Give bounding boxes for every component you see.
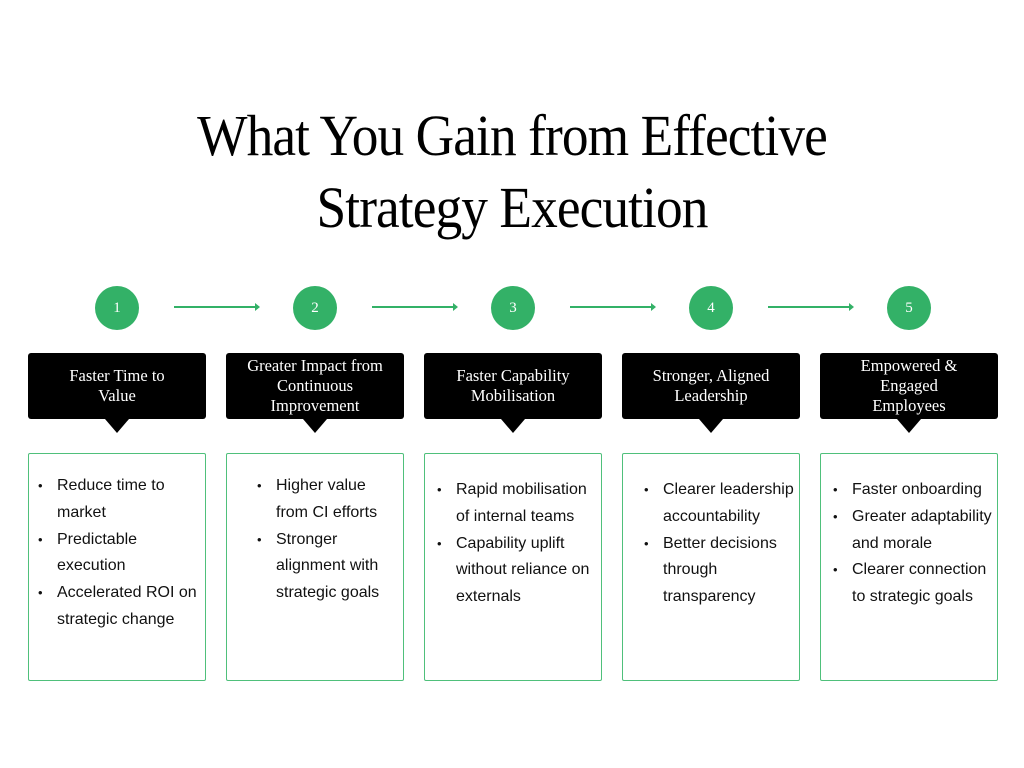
benefit-item: Clearer connection to strategic goals	[824, 557, 998, 611]
step-1-number-badge: 1	[95, 286, 139, 330]
benefit-item: Higher value from CI efforts	[248, 473, 398, 527]
title-line-2: Strategy Execution	[316, 175, 709, 240]
step-4-benefits-list: Clearer leadership accountability Better…	[635, 477, 799, 611]
step-5-benefits-box: Faster onboarding Greater adaptability a…	[820, 453, 998, 681]
step-3-benefits-list: Rapid mobilisation of internal teams Cap…	[428, 477, 600, 611]
step-4-heading: Stronger, Aligned Leadership	[622, 353, 800, 433]
step-1-benefits-list: Reduce time to market Predictable execut…	[29, 473, 199, 634]
step-3-heading-text: Faster Capability Mobilisation	[456, 366, 570, 405]
step-2-heading: Greater Impact from Continuous Improveme…	[226, 353, 404, 433]
benefit-item: Rapid mobilisation of internal teams	[428, 477, 600, 531]
step-3-heading: Faster Capability Mobilisation	[424, 353, 602, 433]
benefit-item: Clearer leadership accountability	[635, 477, 799, 531]
benefit-item: Predictable execution	[29, 527, 199, 581]
arrow-right-icon	[372, 303, 458, 311]
step-2-benefits-list: Higher value from CI efforts Stronger al…	[248, 473, 398, 607]
step-5-benefits-list: Faster onboarding Greater adaptability a…	[824, 477, 998, 611]
benefit-item: Stronger alignment with strategic goals	[248, 527, 398, 607]
benefit-item: Reduce time to market	[29, 473, 199, 527]
step-5-heading: Empowered & Engaged Employees	[820, 353, 998, 433]
step-1-heading-text: Faster Time to Value	[69, 366, 165, 405]
benefit-item: Greater adaptability and morale	[824, 504, 998, 558]
step-5-number-badge: 5	[887, 286, 931, 330]
step-4-number-badge: 4	[689, 286, 733, 330]
title-line-1: What You Gain from Effective	[197, 103, 828, 168]
arrow-right-icon	[174, 303, 260, 311]
step-3-number-badge: 3	[491, 286, 535, 330]
arrow-right-icon	[768, 303, 854, 311]
step-1-benefits-box: Reduce time to market Predictable execut…	[28, 453, 206, 681]
step-2-benefits-box: Higher value from CI efforts Stronger al…	[226, 453, 404, 681]
step-1-heading: Faster Time to Value	[28, 353, 206, 433]
step-4-benefits-box: Clearer leadership accountability Better…	[622, 453, 800, 681]
benefit-item: Accelerated ROI on strategic change	[29, 580, 199, 634]
page-title: What You Gain from Effective Strategy Ex…	[41, 100, 983, 244]
benefit-item: Capability uplift without reliance on ex…	[428, 531, 600, 611]
step-2-heading-text: Greater Impact from Continuous Improveme…	[247, 356, 383, 415]
arrow-right-icon	[570, 303, 656, 311]
step-4-heading-text: Stronger, Aligned Leadership	[652, 366, 770, 405]
benefit-item: Better decisions through transparency	[635, 531, 799, 611]
step-5-heading-text: Empowered & Engaged Employees	[860, 356, 958, 415]
benefit-item: Faster onboarding	[824, 477, 998, 504]
step-3-benefits-box: Rapid mobilisation of internal teams Cap…	[424, 453, 602, 681]
step-2-number-badge: 2	[293, 286, 337, 330]
